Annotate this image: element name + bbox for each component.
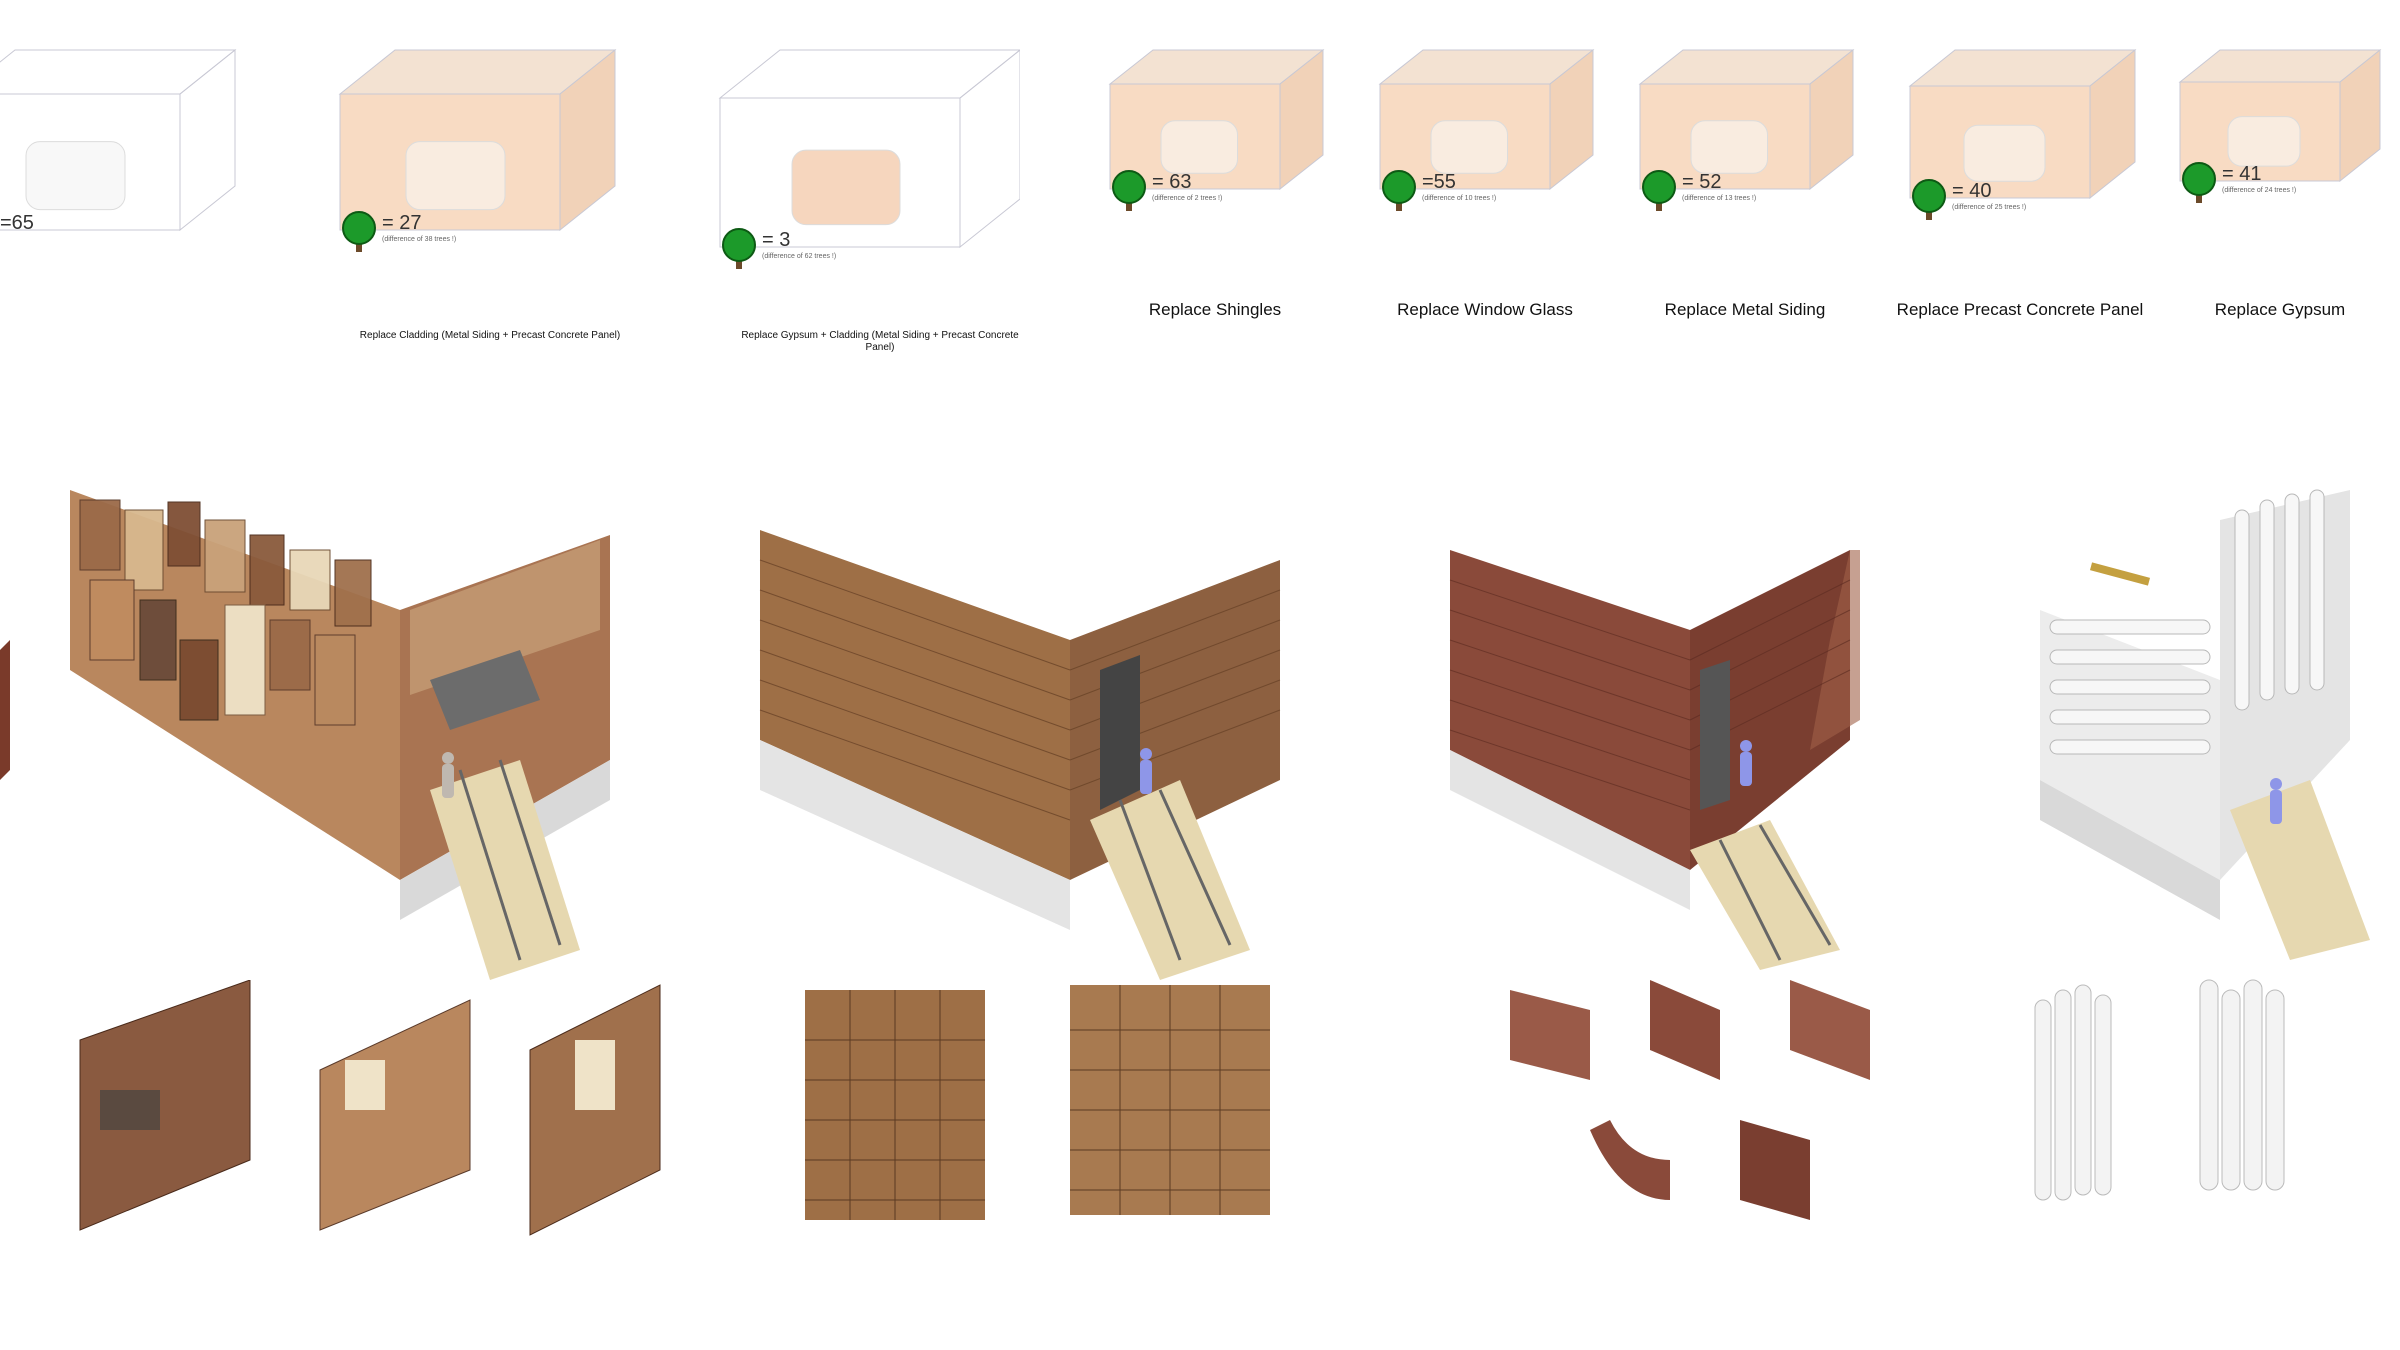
- comparison-panel: =55 (difference of 10 trees !) Replace Win…: [1360, 20, 1610, 360]
- tree-icon: [1642, 170, 1676, 211]
- shingle-component-thumbnails: [805, 985, 1270, 1220]
- comparison-panel: = 52 (difference of 13 trees !) Replace Me…: [1620, 20, 1870, 360]
- tree-icon: [722, 228, 756, 269]
- person-figure-icon: [442, 752, 454, 798]
- replacement-caption: Replace Shingles: [1148, 300, 1282, 319]
- comparison-panel: = 40 (difference of 25 trees !) Replace Pr…: [1890, 20, 2150, 360]
- tree-difference-note: (difference of 62 trees !): [762, 253, 837, 260]
- person-figure-icon: [1740, 740, 1752, 786]
- tree-count-label: = 40: [1952, 180, 1992, 202]
- tree-icon: [342, 211, 376, 252]
- tree-count-label: = 41: [2222, 163, 2262, 185]
- replacement-caption: Replace Window Glass: [1397, 300, 1573, 319]
- isometric-box-icon: [338, 48, 617, 232]
- comparison-panel: = 63 (difference of 2 trees !) Replace Shi…: [1090, 20, 1340, 360]
- tree-difference-note: (difference of 13 trees !): [1682, 195, 1757, 202]
- tree-difference-note: (difference of 38 trees !): [382, 236, 457, 243]
- tree-difference-note: (difference of 2 trees !): [1152, 195, 1223, 202]
- pipe-component-thumbnails: [2034, 979, 2285, 1201]
- tree-count-label: = 3: [762, 229, 791, 251]
- comparison-panel: = 41 (difference of 24 trees !) Replace Gy…: [2160, 20, 2400, 360]
- comparison-panel: = 3 (difference of 62 trees !) Replace Gyp…: [700, 20, 1020, 360]
- person-figure-icon: [2270, 778, 2282, 824]
- tree-icon: [2182, 162, 2216, 203]
- brick-facade-illustration: [1449, 550, 1860, 970]
- door-facade-illustration: [0, 490, 610, 980]
- tree-icon: [1382, 170, 1416, 211]
- tree-count-label: = 52: [1682, 171, 1722, 193]
- tree-count-label: =55: [1422, 171, 1456, 193]
- tree-difference-note: (difference of 25 trees !): [1952, 204, 2027, 211]
- tree-count-label: = 27: [382, 212, 422, 234]
- replacement-caption: Replace Cladding (Metal Siding + Precast…: [359, 330, 621, 341]
- brick-component-thumbnails: [1510, 980, 1870, 1220]
- tree-icon: [1112, 170, 1146, 211]
- comparison-panel: =65: [0, 20, 240, 360]
- tree-count-label: =65: [0, 212, 34, 234]
- isometric-box-icon: [1108, 48, 1325, 191]
- door-component-thumbnails: [79, 980, 661, 1236]
- tree-icon: [1912, 179, 1946, 220]
- comparison-panel: = 27 (difference of 38 trees !) Replace Cl…: [320, 20, 620, 360]
- isometric-box-icon: [1638, 48, 1855, 191]
- shingle-facade-illustration: [759, 530, 1281, 980]
- tree-difference-note: (difference of 10 trees !): [1422, 195, 1497, 202]
- replacement-caption: Replace Precast Concrete Panel: [1896, 300, 2144, 319]
- isometric-box-icon: [1378, 48, 1595, 191]
- replacement-caption: Replace Metal Siding: [1664, 300, 1826, 319]
- tree-count-label: = 63: [1152, 171, 1192, 193]
- pipe-facade-illustration: [2040, 489, 2370, 960]
- isometric-box-icon: [2178, 48, 2382, 183]
- person-figure-icon: [1140, 748, 1152, 794]
- isometric-box-icon: [718, 49, 1020, 249]
- replacement-caption: Replace Gypsum + Cladding (Metal Siding …: [741, 330, 1019, 353]
- isometric-box-icon: [0, 48, 237, 232]
- replacement-caption: Replace Gypsum: [2214, 300, 2346, 319]
- tree-difference-note: (difference of 24 trees !): [2222, 187, 2297, 194]
- isometric-box-icon: [1908, 48, 2137, 200]
